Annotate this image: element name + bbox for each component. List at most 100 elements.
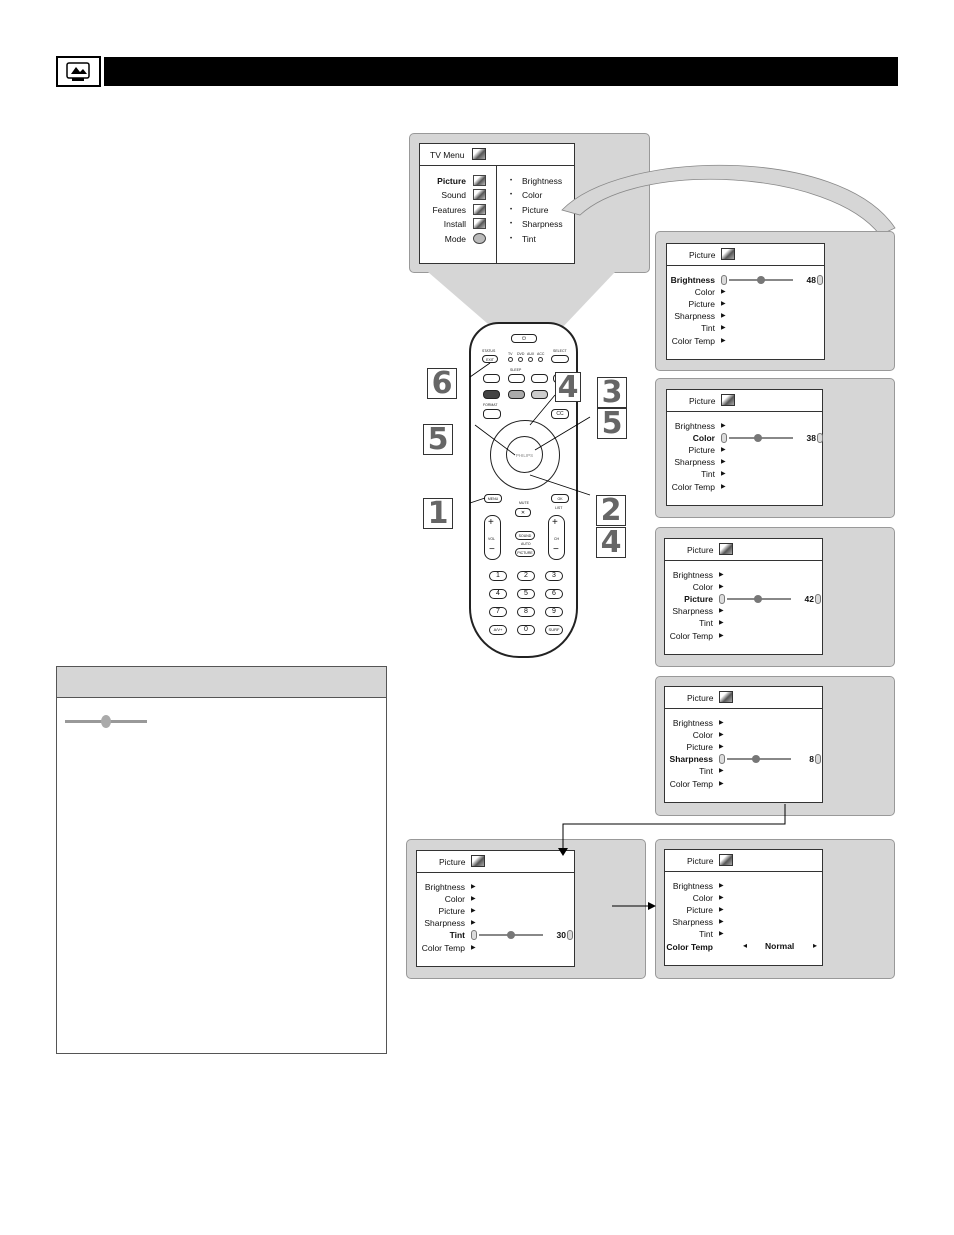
right-arrow-icon[interactable]: ▸ (813, 940, 818, 950)
slider-left-icon[interactable] (721, 433, 727, 444)
keypad-button[interactable]: A/V+ (489, 625, 507, 635)
picture-menu-item[interactable]: Color Temp (667, 335, 715, 347)
picture-menu-item[interactable]: Brightness (665, 880, 713, 892)
navigation-ring[interactable]: PHILIPS (490, 420, 560, 490)
picture-menu-item[interactable]: Tint (417, 929, 465, 941)
keypad-button[interactable]: 7 (489, 607, 507, 617)
value-slider[interactable]: 42 (719, 593, 821, 605)
picture-menu-item[interactable]: Sharpness (665, 605, 713, 617)
picture-menu-item[interactable]: Tint (667, 322, 715, 334)
picture-menu-item[interactable]: Color Temp (665, 630, 713, 642)
rewind-button[interactable] (483, 390, 500, 399)
slider-knob[interactable] (751, 755, 760, 764)
slider-right-icon[interactable] (815, 594, 821, 605)
play-button[interactable] (531, 390, 548, 399)
color-temp-selector[interactable]: ◂Normal▸ (743, 941, 821, 959)
slider-knob[interactable] (507, 931, 515, 940)
picture-menu-item[interactable]: Color Temp (417, 942, 465, 954)
picture-menu-item[interactable]: Color (667, 286, 715, 298)
keypad-button[interactable]: 3 (545, 571, 563, 581)
transport-button-1[interactable] (483, 374, 500, 383)
tv-led[interactable] (508, 357, 513, 362)
tv-submenu-item[interactable]: •Sharpness (510, 218, 572, 230)
cc-button[interactable]: CC (551, 409, 569, 419)
picture-menu-item[interactable]: Color (665, 892, 713, 904)
volume-rocker[interactable]: + VOL − (484, 515, 501, 560)
picture-menu-item[interactable]: Sharpness (665, 753, 713, 765)
picture-menu-item[interactable]: Brightness (417, 881, 465, 893)
keypad-button[interactable]: 8 (517, 607, 535, 617)
tv-menu-item[interactable]: Features (424, 203, 490, 216)
picture-menu-item[interactable]: Tint (665, 765, 713, 777)
keypad-button[interactable]: 2 (517, 571, 535, 581)
picture-menu-item[interactable]: Picture (667, 298, 715, 310)
tv-submenu-item[interactable]: •Color (510, 189, 572, 201)
picture-menu-item[interactable]: Picture (417, 905, 465, 917)
picture-menu-item[interactable]: Sharpness (667, 456, 715, 468)
picture-menu-item[interactable]: Picture (667, 444, 715, 456)
mute-button[interactable]: ✕ (515, 508, 531, 517)
tv-menu-item[interactable]: Sound (424, 189, 490, 201)
aux-led[interactable] (528, 357, 533, 362)
tv-submenu-item[interactable]: •Picture (510, 204, 572, 216)
picture-menu-item[interactable]: Brightness (665, 717, 713, 729)
sleep-button[interactable] (508, 374, 525, 383)
slider-left-icon[interactable] (719, 594, 725, 605)
tv-menu-item[interactable]: Install (424, 218, 490, 230)
picture-button[interactable]: PICTURE (515, 548, 535, 557)
picture-menu-item[interactable]: Picture (665, 593, 713, 605)
status-exit-button[interactable]: EXIT (482, 355, 498, 363)
transport-button-3[interactable] (531, 374, 548, 383)
value-slider[interactable]: 30 (471, 929, 573, 941)
picture-menu-item[interactable]: Color Temp (665, 941, 713, 953)
picture-menu-item[interactable]: Tint (665, 617, 713, 629)
slider-knob[interactable] (753, 595, 762, 604)
sound-button[interactable]: SOUND (515, 531, 535, 540)
picture-menu-item[interactable]: Picture (665, 904, 713, 916)
picture-menu-item[interactable]: Color (665, 729, 713, 741)
value-slider[interactable]: 8 (719, 753, 821, 765)
value-slider[interactable]: 38 (721, 432, 823, 444)
left-arrow-icon[interactable]: ◂ (743, 940, 748, 950)
acc-led[interactable] (538, 357, 543, 362)
format-button[interactable] (483, 409, 501, 419)
slider-left-icon[interactable] (471, 930, 477, 941)
keypad-button[interactable]: 6 (545, 589, 563, 599)
picture-menu-item[interactable]: Tint (665, 928, 713, 940)
picture-menu-item[interactable]: Color (667, 432, 715, 444)
keypad-button[interactable]: 0 (517, 625, 535, 635)
select-button[interactable] (551, 355, 569, 363)
tv-submenu-item[interactable]: •Tint (510, 233, 572, 245)
picture-menu-item[interactable]: Brightness (665, 569, 713, 581)
slider-knob[interactable] (753, 434, 762, 443)
ok-center-button[interactable]: PHILIPS (506, 436, 543, 473)
value-slider[interactable]: 48 (721, 274, 823, 286)
keypad-button[interactable]: SURF (545, 625, 563, 635)
keypad-button[interactable]: 5 (517, 589, 535, 599)
slider-left-icon[interactable] (719, 754, 725, 765)
slider-left-icon[interactable] (721, 275, 727, 285)
channel-rocker[interactable]: + CH − (548, 515, 565, 560)
dvd-led[interactable] (518, 357, 523, 362)
slider-right-icon[interactable] (817, 275, 823, 285)
stop-button[interactable] (508, 390, 525, 399)
picture-menu-item[interactable]: Picture (665, 741, 713, 753)
slider-knob[interactable] (757, 276, 765, 284)
slider-right-icon[interactable] (817, 433, 823, 444)
keypad-button[interactable]: 4 (489, 589, 507, 599)
ok-button[interactable]: OK (551, 494, 569, 503)
picture-menu-item[interactable]: Color (665, 581, 713, 593)
tv-submenu-item[interactable]: •Brightness (510, 175, 572, 187)
tv-menu-item[interactable]: Mode (424, 232, 490, 245)
slider-right-icon[interactable] (815, 754, 821, 765)
picture-menu-item[interactable]: Color Temp (667, 481, 715, 493)
picture-menu-item[interactable]: Brightness (667, 420, 715, 432)
picture-menu-item[interactable]: Brightness (667, 274, 715, 286)
power-button[interactable]: ⏻ (511, 334, 537, 343)
slider-right-icon[interactable] (567, 930, 573, 941)
tv-menu-item[interactable]: Picture (424, 175, 490, 187)
picture-menu-item[interactable]: Color (417, 893, 465, 905)
picture-menu-item[interactable]: Sharpness (665, 916, 713, 928)
picture-menu-item[interactable]: Tint (667, 468, 715, 480)
keypad-button[interactable]: 9 (545, 607, 563, 617)
